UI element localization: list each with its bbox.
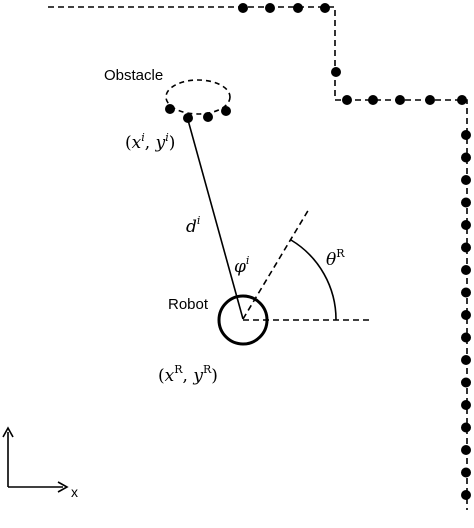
wall-point: [461, 355, 471, 365]
wall-point: [461, 332, 471, 343]
robot-point-label: (xR, yR): [158, 363, 218, 386]
x-axis-label: x: [71, 484, 78, 500]
obstacle-outline: [165, 79, 231, 115]
robot-body: [217, 294, 269, 346]
wall-point: [342, 95, 352, 105]
wall-point: [461, 220, 471, 230]
wall-point: [461, 197, 471, 208]
relative-angle-label: φi: [234, 254, 249, 277]
obstacle-point: [183, 113, 193, 123]
wall-point: [461, 265, 471, 275]
wall-point: [461, 310, 471, 320]
wall-point: [293, 3, 303, 13]
wall-point: [395, 95, 405, 105]
distance-line: [187, 119, 244, 320]
wall-point: [331, 67, 341, 77]
wall-point: [461, 377, 471, 388]
wall-point: [265, 3, 275, 13]
robot-label: Robot: [168, 296, 209, 313]
wall-point: [368, 95, 378, 105]
heading-ray: [242, 208, 310, 320]
distance-label: di: [186, 214, 200, 237]
wall-scan-points: [238, 3, 471, 500]
wall-point: [425, 95, 435, 105]
obstacle-point: [165, 104, 175, 114]
wall-point: [461, 467, 471, 478]
x-axis-arrowhead: [57, 481, 69, 493]
wall-point: [461, 130, 471, 140]
wall-point: [461, 445, 471, 455]
obstacle-point-label: (xi, yi): [125, 131, 175, 153]
wall-point: [461, 242, 471, 253]
obstacle-scan-points: [165, 104, 231, 123]
obstacle-point: [203, 112, 213, 122]
wall-point: [320, 3, 330, 13]
wall-point: [461, 152, 471, 163]
robot-heading-label: θR: [326, 247, 345, 270]
wall-point: [461, 287, 471, 298]
obstacle-label: Obstacle: [104, 67, 163, 84]
wall-point: [461, 175, 471, 185]
wall-point: [238, 3, 248, 13]
wall-point: [457, 95, 467, 105]
wall-point: [461, 422, 471, 433]
wall-point: [461, 490, 471, 500]
heading-angle-arc: [290, 239, 337, 321]
wall-point: [461, 400, 471, 410]
y-axis-arrowhead: [2, 426, 14, 438]
obstacle-point: [221, 106, 231, 116]
